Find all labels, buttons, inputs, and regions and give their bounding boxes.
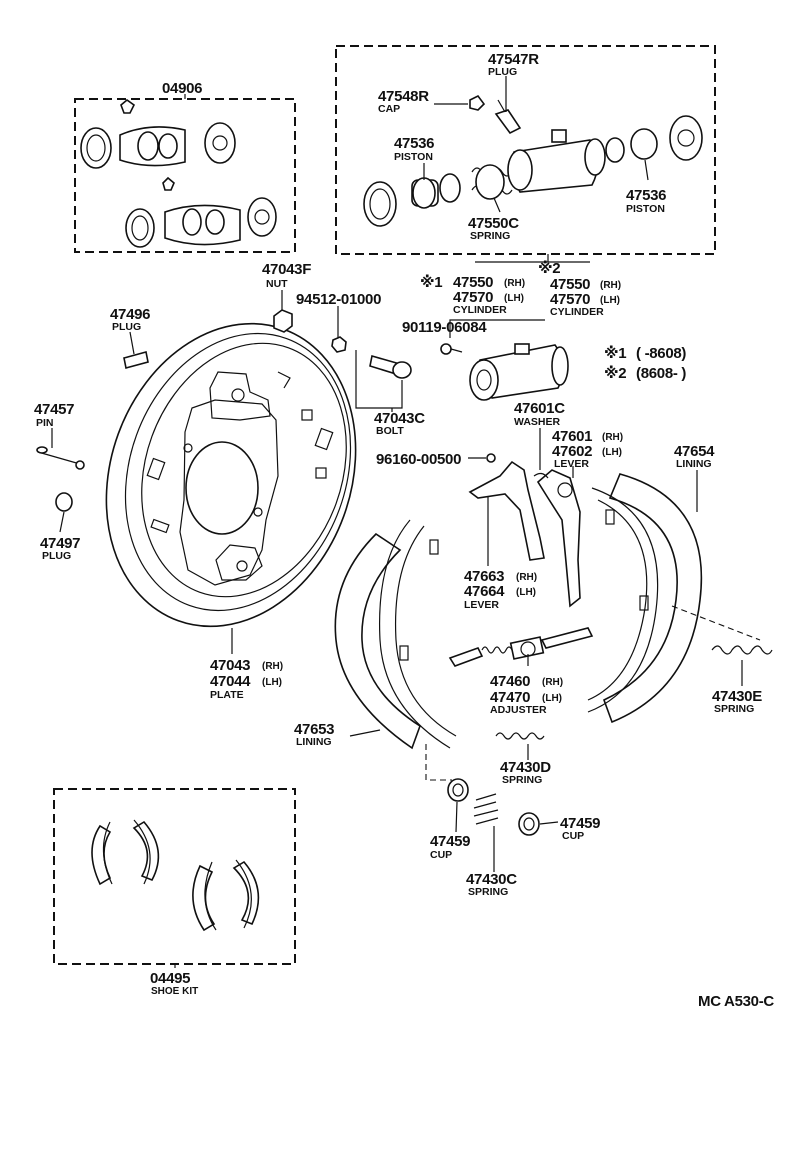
cylinder1-name: CYLINDER [453,304,507,316]
part-47601C-number: 47601C [514,400,565,417]
lever-adjust-name: LEVER [464,599,499,611]
part-47547R-name: PLUG [488,66,517,78]
adjuster-rh-suffix: (RH) [542,677,563,688]
brake-shoe-right [587,473,703,724]
part-47459-left-number: 47459 [430,833,470,850]
lever-parking-lh-number: 47602 [552,443,592,460]
cylinder2-lh-number: 47570 [550,291,590,308]
part-47536-right-name: PISTON [626,203,665,215]
lever-adjust-rh-number: 47663 [464,568,504,585]
part-47043C-number: 47043C [374,410,425,427]
part-47653-name: LINING [296,736,332,748]
legend-mark1-range: ( -8608) [636,345,686,362]
shoe-kit-drawing [91,819,260,932]
part-47548R-name: CAP [378,103,400,115]
part-47497-number: 47497 [40,535,80,552]
part-47457-number: 47457 [34,401,74,418]
brake-shoe-left [334,519,457,750]
part-47654-number: 47654 [674,443,715,460]
part-47547R-number: 47547R [488,51,539,68]
part-47654-name: LINING [676,458,712,470]
part-47496-number: 47496 [110,306,150,323]
lever-parking-name: LEVER [554,458,589,470]
lever-adjust-lh-suffix: (LH) [516,587,536,598]
part-47548R-number: 47548R [378,88,429,105]
cylinder1-lh-number: 47570 [453,289,493,306]
part-47430D-number: 47430D [500,759,551,776]
part-47043F-number: 47043F [262,261,311,278]
adjuster-lh-suffix: (LH) [542,693,562,704]
adjuster-name: ADJUSTER [490,704,547,716]
plate-lh-suffix: (LH) [262,677,282,688]
shoe-kit-number: 04495 [150,970,190,987]
legend-mark2-range: (8608- ) [636,365,686,382]
lever-adjust-lh-number: 47664 [464,583,505,600]
part-90119-number: 90119-06084 [402,319,487,336]
lever-drawing [468,460,581,608]
part-47043C-name: BOLT [376,425,404,437]
cylinder2-rh-number: 47550 [550,276,590,293]
part-47536-left-name: PISTON [394,151,433,163]
part-47550C-number: 47550C [468,215,519,232]
diagram-code: MC A530-C [698,993,774,1010]
part-47430C-name: SPRING [468,886,508,898]
part-47497-name: PLUG [42,550,71,562]
cylinder1-rh-suffix: (RH) [504,278,525,289]
cylinder-1-drawing [440,343,569,401]
part-47430C-number: 47430C [466,871,517,888]
part-47653-number: 47653 [294,721,334,738]
lever-parking-lh-suffix: (LH) [602,447,622,458]
part-47459-right-name: CUP [562,830,584,842]
plate-rh-number: 47043 [210,657,250,674]
plate-hardware [36,309,496,512]
cylinder2-name: CYLINDER [550,306,604,318]
part-47496-name: PLUG [112,321,141,333]
part-47430E-name: SPRING [714,703,754,715]
shoe-kit-box [53,788,296,965]
lever-parking-rh-suffix: (RH) [602,432,623,443]
part-94512-number: 94512-01000 [296,291,381,308]
part-96160-number: 96160-00500 [376,451,461,468]
part-47457-name: PIN [36,417,54,429]
adjuster-drawing [448,627,594,667]
cylinder-assembly-box [335,45,716,255]
part-47536-right-number: 47536 [626,187,666,204]
cylinder2-lh-suffix: (LH) [600,295,620,306]
leader-lines [51,76,761,968]
part-47043F-name: NUT [266,278,288,290]
cylinder2-rh-suffix: (RH) [600,280,621,291]
backing-plate-drawing [105,322,357,628]
plate-name: PLATE [210,689,244,701]
cylinder-assembly-parts [363,94,703,227]
legend-mark2: ※2 [604,364,626,382]
part-47459-right-number: 47459 [560,815,600,832]
cylinder1-mark: ※1 [420,273,442,291]
adjuster-lh-number: 47470 [490,689,530,706]
part-47536-left-number: 47536 [394,135,434,152]
lever-parking-rh-number: 47601 [552,428,592,445]
cylinder1-rh-number: 47550 [453,274,493,291]
wheel-cylinder-kit-box [74,98,296,253]
adjuster-rh-number: 47460 [490,673,530,690]
part-47430D-name: SPRING [502,774,542,786]
spring-drawings [447,645,773,836]
legend-mark1: ※1 [604,344,626,362]
part-47601C-name: WASHER [514,416,561,428]
part-47430E-number: 47430E [712,688,762,705]
plate-lh-number: 47044 [210,673,251,690]
cylinder1-lh-suffix: (LH) [504,293,524,304]
kit-04906-label: 04906 [162,80,202,97]
plate-rh-suffix: (RH) [262,661,283,672]
part-47550C-name: SPRING [470,230,510,242]
part-47459-left-name: CUP [430,849,452,861]
shoe-kit-label: SHOE KIT [151,986,198,997]
lever-adjust-rh-suffix: (RH) [516,572,537,583]
cylinder2-mark: ※2 [538,259,560,277]
wheel-cylinder-kit-parts [80,98,277,248]
